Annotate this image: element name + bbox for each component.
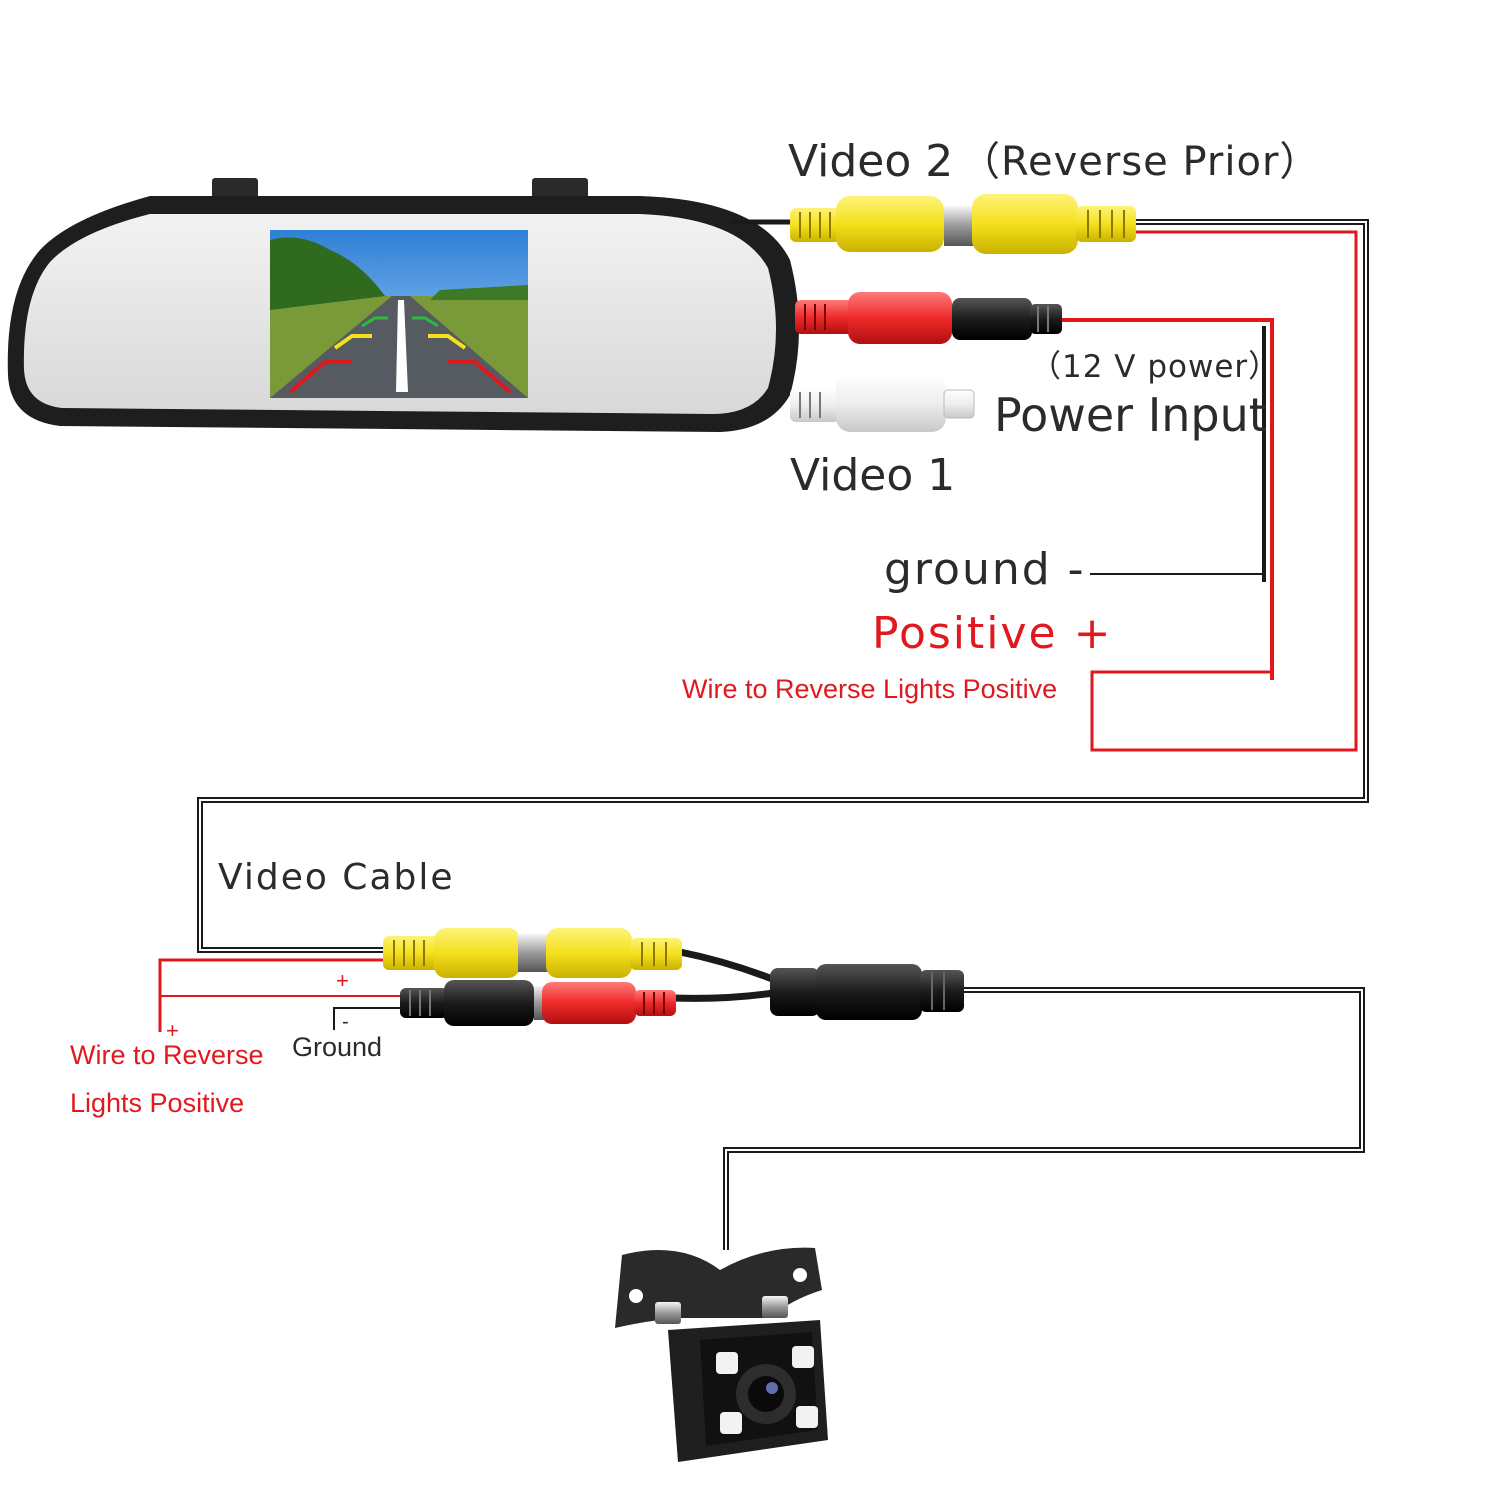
mirror-monitor: [7, 178, 799, 432]
camera-led-top-left: [716, 1352, 738, 1374]
mirror-screen: [270, 230, 528, 398]
wire-reverse-label-line2: Lights Positive: [70, 1088, 245, 1118]
camera-led-bottom-left: [720, 1412, 742, 1434]
video-cable-label: Video Cable: [218, 857, 455, 898]
ground-label: Ground: [292, 1032, 383, 1062]
trigger-red-wire-bottom: [158, 958, 390, 1032]
harness-yellow-rca: [383, 928, 682, 978]
harness-split-wires: [671, 948, 782, 1002]
power-red-wire: [1060, 318, 1274, 680]
camera-bracket: [615, 1247, 822, 1328]
minus-sign: -: [342, 1011, 349, 1033]
video1-rca-connector: [790, 374, 975, 432]
camera-led-bottom-right: [796, 1406, 818, 1428]
harness-aviation-connector: [770, 964, 964, 1020]
camera-led-top-right: [792, 1346, 814, 1368]
positive-plus-label: Positive +: [872, 608, 1113, 659]
ground-minus-label: ground -: [884, 544, 1086, 595]
ground-wire-bottom: [333, 1007, 405, 1030]
power-input-label: Power Input: [994, 388, 1267, 442]
video2-rca-connector: [790, 194, 1136, 254]
wire-reverse-top-label: Wire to Reverse Lights Positive: [682, 674, 1058, 704]
mirror-clip-right: [532, 178, 588, 198]
plus-sign-lower: +: [166, 1018, 179, 1043]
camera-cable-wire-inner: [725, 989, 1363, 1250]
video-cable-main-wire-inner: [199, 221, 1367, 951]
wires: [158, 219, 1369, 1250]
video2-label: Video 2: [788, 136, 954, 187]
trigger-red-wire-top: [1090, 230, 1358, 752]
power-dc-connector: [795, 292, 1062, 344]
video1-label: Video 1: [790, 450, 956, 501]
plus-sign-upper: +: [336, 968, 349, 993]
camera-cable-wire: [723, 987, 1365, 1250]
wire-reverse-label-line1: Wire to Reverse: [70, 1040, 264, 1070]
harness-power-connector: [400, 980, 676, 1026]
power-12v-label: （12 V power）: [1030, 349, 1281, 385]
reverse-prior-label: （Reverse Prior）: [960, 139, 1321, 185]
mirror-clip-left: [212, 178, 258, 198]
backup-camera: [615, 1247, 828, 1462]
